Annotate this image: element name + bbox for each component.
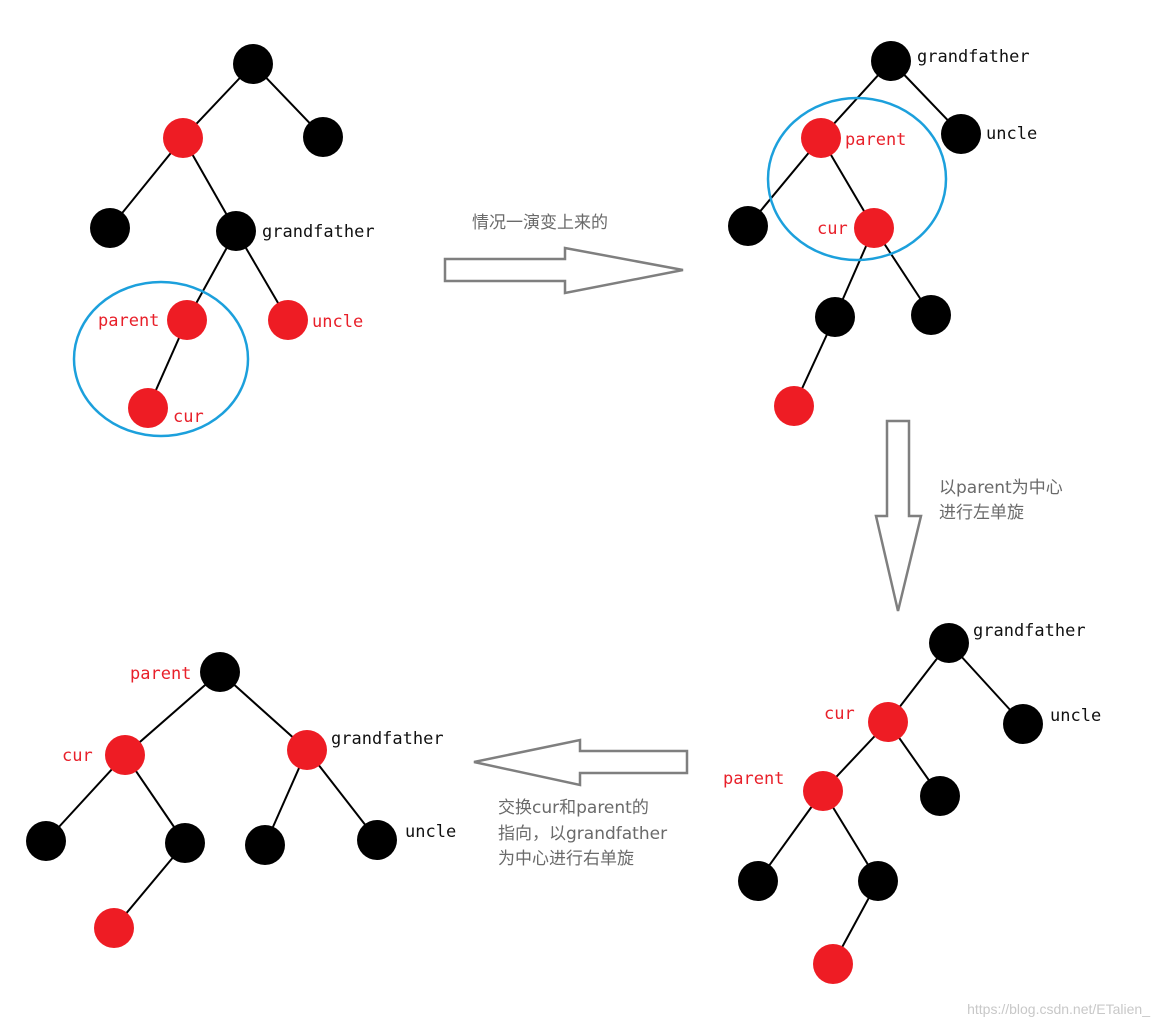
- node-grandfather: [287, 730, 327, 770]
- node-cur: [854, 208, 894, 248]
- node-red: [774, 386, 814, 426]
- circle-highlight: [72, 280, 250, 438]
- label-cur: cur: [62, 746, 93, 766]
- node-red: [94, 908, 134, 948]
- node-cur: [128, 388, 168, 428]
- node-uncle: [357, 820, 397, 860]
- diagram-2: grandfather parent uncle cur: [728, 41, 1037, 426]
- caption-arrow-3-line-3: 为中心进行右单旋: [498, 849, 634, 869]
- node-black: [303, 117, 343, 157]
- caption-arrow-1: 情况一演变上来的: [472, 213, 608, 233]
- node-grandfather: [929, 623, 969, 663]
- node-black: [245, 825, 285, 865]
- node-black: [858, 861, 898, 901]
- node-parent: [167, 300, 207, 340]
- node-cur: [868, 702, 908, 742]
- node-black: [26, 821, 66, 861]
- node-uncle: [1003, 704, 1043, 744]
- label-grandfather: grandfather: [331, 729, 444, 749]
- node-parent: [801, 118, 841, 158]
- node-grandfather: [871, 41, 911, 81]
- node-black: [738, 861, 778, 901]
- node-parent: [200, 652, 240, 692]
- node-black: [815, 297, 855, 337]
- node-red: [813, 944, 853, 984]
- label-parent: parent: [723, 769, 784, 789]
- arrow-down: 以parent为中心 进行左单旋: [874, 419, 1063, 612]
- label-grandfather: grandfather: [262, 222, 375, 242]
- label-parent: parent: [98, 311, 159, 331]
- label-cur: cur: [173, 407, 204, 427]
- caption-arrow-2-line-1: 以parent为中心: [939, 478, 1063, 498]
- node-black: [920, 776, 960, 816]
- watermark: https://blog.csdn.net/ETalien_: [967, 1001, 1150, 1017]
- label-cur: cur: [817, 219, 848, 239]
- node-black: [165, 823, 205, 863]
- caption-arrow-3-line-2: 指向，以grandfather: [498, 824, 667, 844]
- node-uncle: [941, 114, 981, 154]
- node-black: [728, 206, 768, 246]
- node-red: [163, 118, 203, 158]
- node-parent: [803, 771, 843, 811]
- label-uncle: uncle: [312, 312, 363, 332]
- node-cur: [105, 735, 145, 775]
- label-parent: parent: [845, 130, 906, 150]
- node-black: [90, 208, 130, 248]
- label-parent: parent: [130, 664, 191, 684]
- label-cur: cur: [824, 704, 855, 724]
- label-uncle: uncle: [986, 124, 1037, 144]
- diagram-1: grandfather parent uncle cur: [72, 44, 375, 438]
- node-root: [233, 44, 273, 84]
- node-grandfather: [216, 211, 256, 251]
- label-grandfather: grandfather: [973, 621, 1086, 641]
- diagram-4: parent cur grandfather uncle: [26, 652, 456, 948]
- node-uncle: [268, 300, 308, 340]
- caption-arrow-3-line-1: 交换cur和parent的: [498, 798, 649, 818]
- diagram-3: grandfather cur uncle parent: [723, 621, 1101, 984]
- caption-arrow-2-line-2: 进行左单旋: [939, 503, 1024, 523]
- arrow-left: 交换cur和parent的 指向，以grandfather 为中心进行右单旋: [473, 738, 689, 869]
- label-uncle: uncle: [405, 822, 456, 842]
- label-grandfather: grandfather: [917, 47, 1030, 67]
- arrow-right: 情况一演变上来的: [443, 213, 684, 295]
- node-black: [911, 295, 951, 335]
- label-uncle: uncle: [1050, 706, 1101, 726]
- circle-highlight: [766, 96, 948, 262]
